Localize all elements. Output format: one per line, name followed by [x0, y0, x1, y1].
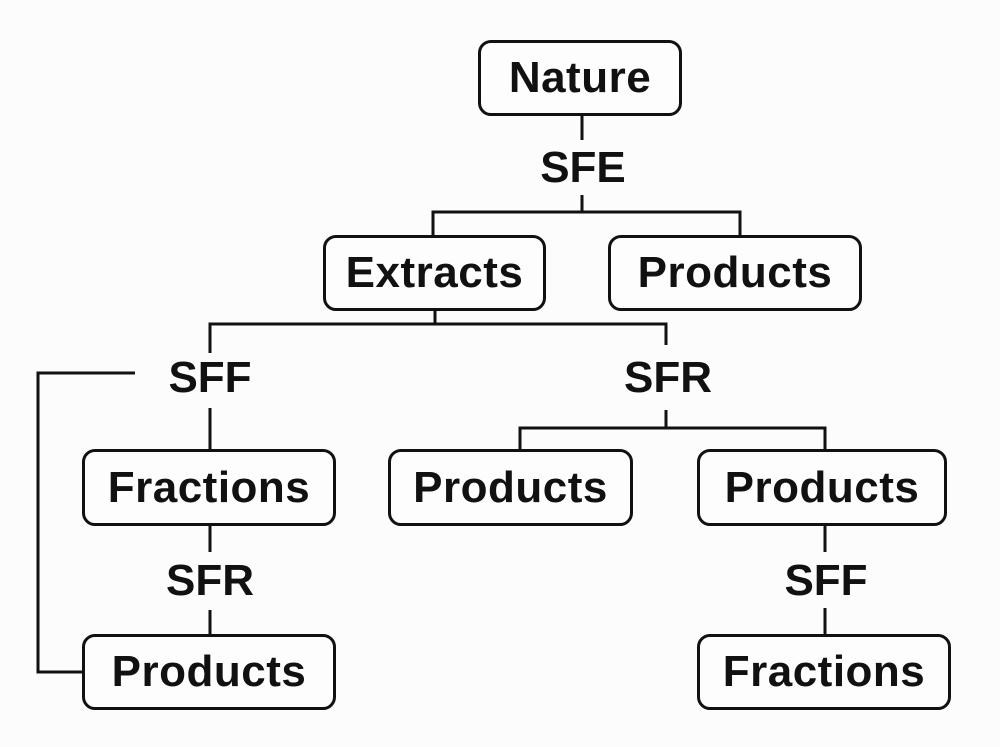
node-products-left: Products — [82, 634, 336, 710]
node-extracts: Extracts — [323, 235, 546, 311]
label-sff-left: SFF — [164, 353, 256, 403]
label-sff-right: SFF — [780, 556, 872, 606]
node-products-top: Products — [608, 235, 862, 311]
edge-sff-bypass — [36, 371, 135, 674]
node-nature: Nature — [478, 40, 682, 116]
node-products-right: Products — [697, 449, 947, 526]
node-products-mid: Products — [388, 449, 633, 526]
label-sfe: SFE — [536, 143, 630, 193]
edge-sfe-split — [431, 195, 742, 238]
node-fractions-left: Fractions — [82, 449, 336, 526]
label-sfr-mid: SFR — [620, 353, 716, 403]
label-sfr-left: SFR — [162, 556, 258, 606]
edge-sfr-split — [518, 410, 827, 452]
edge-extracts-split — [208, 310, 668, 370]
node-fractions-right: Fractions — [697, 634, 951, 710]
